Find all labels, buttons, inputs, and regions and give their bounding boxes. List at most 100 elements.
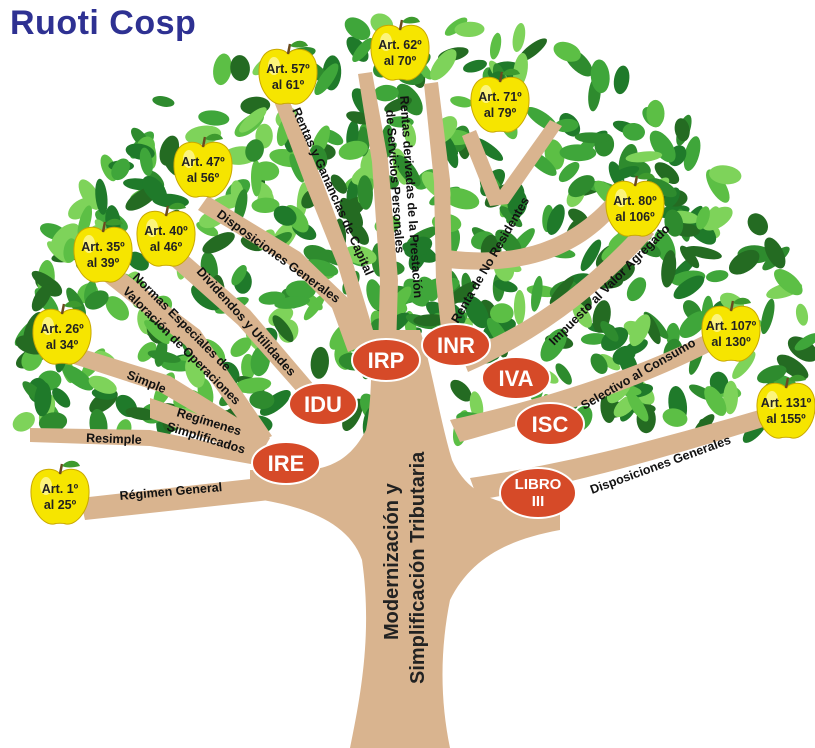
leaf: [513, 289, 526, 325]
branch-rentas-ganancias: [272, 90, 376, 346]
oval-libro-iii: LIBRO III: [499, 467, 577, 519]
leaf: [413, 314, 448, 327]
leaf: [274, 296, 311, 309]
branch-regimen-general: [80, 468, 270, 520]
apple-art-80: Art. 80º al 106º: [604, 171, 666, 238]
apple-art-71: Art. 71º al 79º: [469, 67, 531, 134]
leaf: [512, 22, 526, 53]
leaf: [625, 151, 663, 163]
oval-idu: IDU: [288, 382, 358, 426]
oval-inr: INR: [421, 323, 491, 367]
leaf: [61, 364, 94, 391]
leaf: [776, 354, 809, 380]
leaf: [649, 130, 676, 163]
leaf: [454, 21, 485, 38]
leaf: [622, 122, 645, 141]
oval-idu-label: IDU: [304, 392, 342, 417]
leaf: [310, 346, 329, 379]
apple-art-26-line2: al 34º: [46, 338, 79, 352]
oval-libro-label-2: III: [532, 493, 545, 510]
branch-iva: [460, 224, 654, 372]
leaf: [626, 277, 647, 302]
leaf: [580, 239, 602, 272]
apple-art-40-line2: al 46º: [150, 240, 183, 254]
leaf: [490, 303, 514, 324]
leaf: [430, 49, 457, 81]
leaf: [540, 328, 567, 362]
leaf: [685, 246, 722, 260]
leaf: [764, 237, 786, 269]
leaf: [31, 270, 62, 294]
leaf: [708, 165, 742, 185]
leaf: [339, 197, 364, 229]
leaf: [760, 298, 775, 335]
leaf: [239, 107, 267, 133]
apple-art-26-line1: Art. 26º: [40, 322, 84, 336]
apple-art-40-line1: Art. 40º: [144, 224, 188, 238]
leaf: [732, 351, 756, 379]
leaf: [231, 265, 247, 286]
leaf: [450, 96, 473, 108]
apple-art-80-line1: Art. 80º: [613, 194, 657, 208]
leaf: [344, 17, 371, 41]
leaf: [554, 118, 579, 133]
apple-art-57-line2: al 61º: [272, 78, 305, 92]
leaf: [139, 147, 153, 177]
leaf: [144, 320, 170, 345]
leaf: [728, 249, 760, 275]
trunk-label-line2: Simplificación Tributaria: [407, 451, 429, 684]
leaf: [443, 187, 480, 210]
apple-art-131-line1: Art. 131º: [761, 396, 812, 410]
branch-disposiciones-idu: [198, 196, 362, 352]
leaf: [230, 337, 252, 357]
apples: Art. 1º al 25º Art. 26º al 34º Art. 35º …: [29, 15, 815, 526]
leaf: [464, 295, 489, 329]
apple-art-80-line2: al 106º: [615, 210, 655, 224]
leaf: [661, 250, 677, 288]
apple-art-71-line1: Art. 71º: [478, 90, 522, 104]
leaf: [679, 245, 700, 269]
apple-art-40: Art. 40º al 46º: [135, 201, 197, 268]
leaf: [338, 140, 368, 160]
tax-ovals: IRE IDU IRP INR IVA ISC LIBRO III: [251, 323, 585, 519]
leaf: [198, 110, 230, 126]
oval-isc-label: ISC: [532, 412, 569, 437]
leaf: [704, 386, 727, 416]
branch-normas: [100, 262, 272, 444]
leaf: [38, 412, 68, 432]
apple-art-107: Art. 107º al 130º: [700, 296, 762, 363]
leaf: [568, 175, 595, 198]
branch-resimple: [30, 428, 262, 466]
leaf: [580, 333, 608, 345]
leaf: [366, 279, 384, 311]
oval-inr-label: INR: [437, 333, 475, 358]
apple-art-47: Art. 47º al 56º: [172, 132, 234, 199]
brand-title: Ruoti Cosp: [10, 4, 197, 42]
leaf: [95, 178, 108, 215]
leaf: [662, 408, 688, 427]
leaf: [546, 204, 565, 235]
leaf: [147, 350, 181, 363]
branch-regimenes: [150, 398, 262, 458]
leaf: [654, 162, 680, 184]
leaf: [273, 205, 297, 226]
branch-rentas-derivadas: [358, 72, 398, 350]
leaf: [623, 320, 646, 339]
branch-inr-top: [462, 120, 562, 206]
leaf: [664, 209, 684, 237]
leaf: [572, 302, 593, 328]
tree-structure: [30, 72, 786, 748]
apple-art-62-line2: al 70º: [384, 54, 417, 68]
leaf: [531, 275, 543, 312]
apple-art-26: Art. 26º al 34º: [31, 299, 93, 366]
leaf: [111, 158, 130, 181]
leaf: [612, 165, 640, 180]
trunk: [250, 330, 560, 748]
leaf: [495, 229, 522, 255]
branch-renta-no-residentes: [424, 82, 458, 338]
leaf: [34, 381, 52, 417]
oval-iva-label: IVA: [498, 366, 533, 391]
leaf: [213, 53, 232, 86]
leaf: [683, 136, 701, 171]
